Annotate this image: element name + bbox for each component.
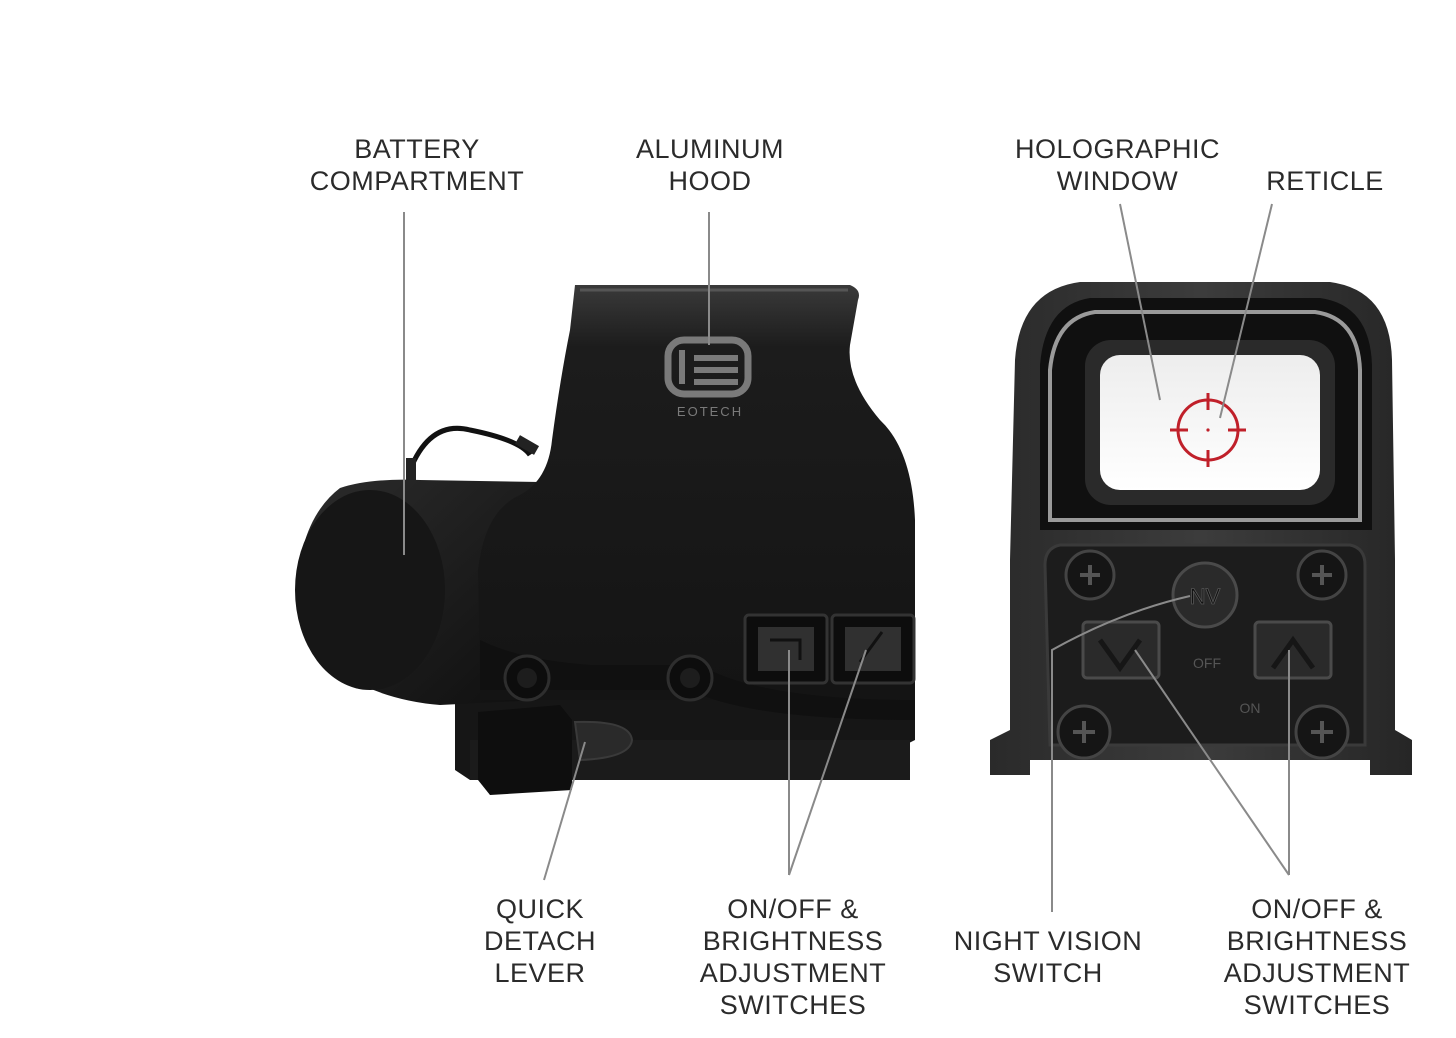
- leader-lever: [543, 741, 586, 881]
- label-aluminum-hood: ALUMINUM HOOD: [635, 134, 784, 196]
- leader-lines: [403, 203, 1290, 912]
- reticle-mark: [1170, 393, 1246, 467]
- battery-cap: [295, 425, 540, 705]
- rear-switch-up: [1253, 620, 1333, 680]
- rear-screw-bottom-right: [1294, 704, 1350, 760]
- side-screw-left: [503, 654, 551, 702]
- label-quick-detach-lever: QUICK DETACH LEVER: [483, 894, 596, 988]
- leader-reticle: [1219, 203, 1273, 419]
- rear-screw-top-left: [1064, 549, 1116, 601]
- label-rear-switches: ON/OFF & BRIGHTNESS ADJUSTMENT SWITCHES: [1223, 894, 1411, 1020]
- leader-side-switch-b: [788, 649, 867, 876]
- nv-button: NV: [1171, 561, 1239, 629]
- rear-screw-bottom-left: [1056, 704, 1112, 760]
- eotech-logo-text: EOTECH: [677, 404, 743, 419]
- side-switch-up: [830, 613, 916, 685]
- leader-window: [1119, 203, 1161, 401]
- side-view-sight: EOTECH: [295, 285, 916, 795]
- leader-rear-switch-a: [1134, 649, 1290, 876]
- side-screw-right: [666, 654, 714, 702]
- rear-screw-top-right: [1296, 549, 1348, 601]
- eotech-logo: EOTECH: [664, 336, 752, 419]
- off-marking: OFF: [1193, 655, 1221, 671]
- label-battery-compartment: BATTERY COMPARTMENT: [309, 134, 525, 196]
- label-side-switches: ON/OFF & BRIGHTNESS ADJUSTMENT SWITCHES: [699, 894, 887, 1020]
- side-switch-down: [743, 613, 829, 685]
- label-night-vision-switch: NIGHT VISION SWITCH: [953, 926, 1143, 988]
- rear-view-sight: NV OFF ON: [990, 282, 1412, 775]
- on-marking: ON: [1240, 700, 1261, 716]
- quick-detach-lever-part: [478, 705, 634, 795]
- side-housing: [478, 285, 915, 700]
- label-reticle: RETICLE: [1266, 166, 1384, 196]
- label-holographic-window: HOLOGRAPHIC WINDOW: [1014, 134, 1221, 196]
- leader-nv: [1051, 595, 1191, 912]
- rear-control-panel: [1043, 543, 1367, 747]
- nv-button-text: NV: [1190, 584, 1221, 609]
- rear-switch-down: [1081, 620, 1161, 680]
